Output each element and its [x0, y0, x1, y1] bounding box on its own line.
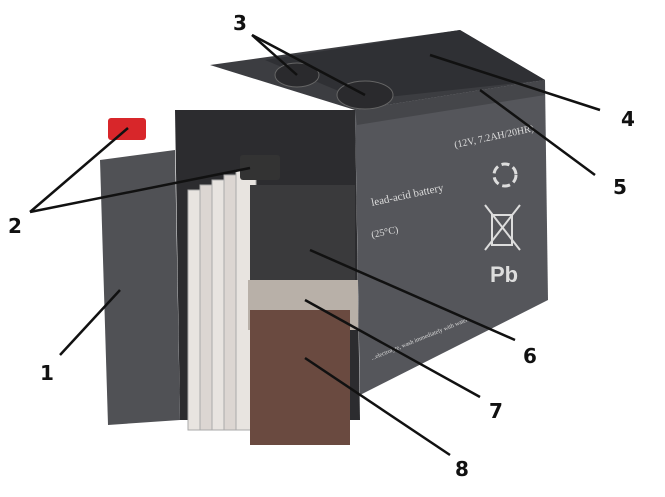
label-2: 2 [8, 214, 22, 238]
label-5: 5 [613, 175, 627, 199]
plate-stack [187, 169, 257, 431]
label-4: 4 [621, 107, 635, 131]
label-7: 7 [489, 399, 503, 423]
label-3: 3 [233, 11, 247, 35]
label-1: 1 [40, 361, 54, 385]
negative-terminal [240, 155, 280, 180]
lid-edge [355, 80, 545, 125]
recycle-icon [492, 162, 518, 188]
label-8: 8 [455, 457, 469, 481]
lid-cover-top [265, 30, 545, 100]
leader-lines [29, 33, 601, 457]
crossed-bin-icon [484, 204, 521, 251]
label-6: 6 [523, 344, 537, 368]
case-wall [100, 150, 180, 425]
battery-case-side [355, 80, 548, 395]
pb-symbol: Pb [490, 262, 518, 287]
